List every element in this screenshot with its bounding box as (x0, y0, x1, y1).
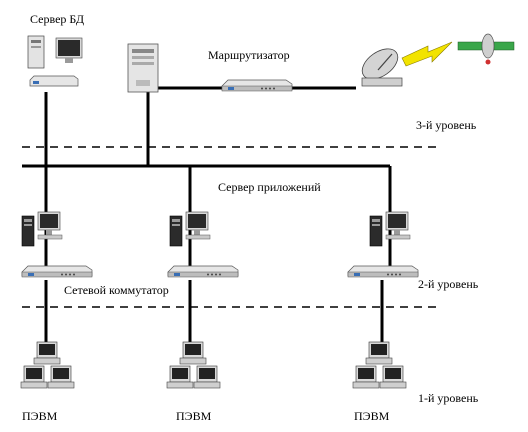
satellite-dish-icon (361, 48, 403, 87)
app-server-icon (127, 43, 159, 93)
app-server-label: Сервер приложений (218, 180, 321, 194)
workstation-icon (21, 211, 63, 247)
level-2-label: 2-й уровень (418, 277, 479, 291)
satellite-icon (457, 33, 515, 65)
network-switch-label: Сетевой коммутатор (64, 283, 169, 297)
router-label: Маршрутизатор (208, 48, 290, 62)
pc-cluster-icon (353, 342, 406, 388)
network-switch-icon (347, 265, 419, 278)
db-server-icon (27, 35, 83, 87)
lightning-icon (401, 41, 453, 67)
db-server-label: Сервер БД (30, 12, 85, 26)
pc-center-label: ПЭВМ (176, 409, 212, 423)
level-3-label: 3-й уровень (416, 118, 477, 132)
network-switch-icon (21, 265, 93, 278)
pc-cluster-icon (21, 342, 74, 388)
level-1-label: 1-й уровень (418, 391, 479, 405)
pc-right-label: ПЭВМ (354, 409, 390, 423)
router-icon (221, 79, 293, 92)
pc-left-label: ПЭВМ (22, 409, 58, 423)
pc-cluster-icon (167, 342, 220, 388)
network-switch-icon (167, 265, 239, 278)
